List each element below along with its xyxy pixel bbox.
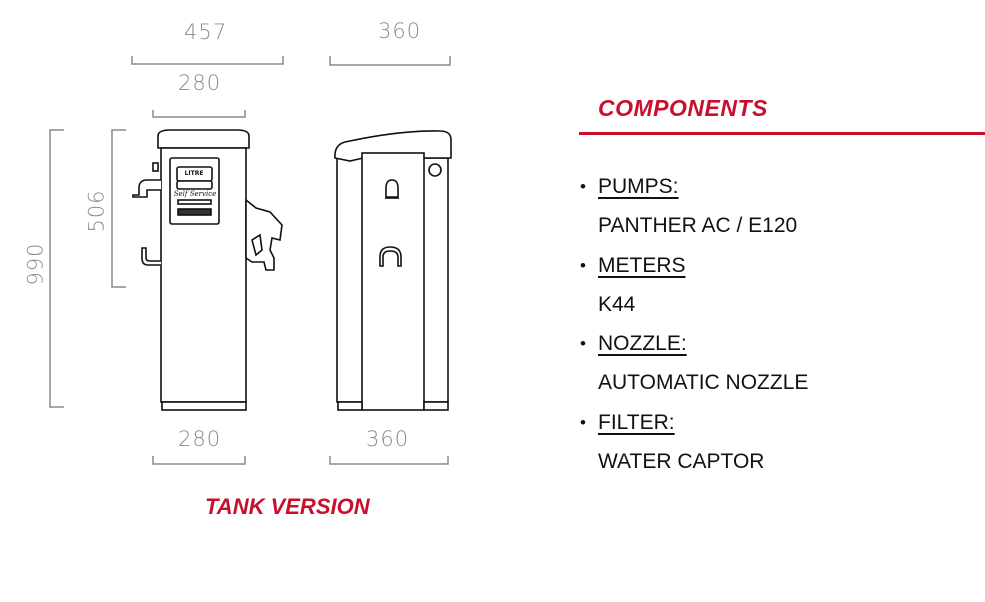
dim-line-280-top [152,110,246,118]
component-value: K44 [598,292,636,316]
dim-457: 457 [184,20,228,44]
front-view-pump [132,129,283,411]
component-label: FILTER: [580,408,808,447]
dim-506: 506 [84,189,109,233]
dim-line-990 [49,129,64,408]
dim-360-top: 360 [378,19,422,43]
components-title: COMPONENTS [598,95,768,121]
dim-line-506 [111,129,126,288]
dim-line-457 [131,56,284,65]
component-value: WATER CAPTOR [598,450,765,474]
dim-line-280-bottom [152,456,246,465]
brand-script: Self Service [174,190,217,198]
dim-line-360-top [329,56,451,66]
dim-280-top: 280 [178,71,222,95]
component-label: NOZZLE: [580,329,808,368]
side-view-pump [334,130,452,411]
dim-990: 990 [23,242,48,286]
component-label: PUMPS: [580,172,808,211]
component-value: AUTOMATIC NOZZLE [598,371,809,395]
title-divider [579,132,985,135]
caption-tank-version: TANK VERSION [205,494,370,519]
dim-line-360-bottom [329,456,449,465]
component-value: PANTHER AC / E120 [598,214,798,238]
display-label: LITRE [185,170,204,177]
component-label: METERS [580,251,808,290]
dim-360-bottom: 360 [366,427,410,451]
dimension-lines [49,56,451,465]
dim-280-bottom: 280 [178,427,222,451]
components-list: PUMPS: PANTHER AC / E120 METERS K44 NOZZ… [580,172,808,486]
